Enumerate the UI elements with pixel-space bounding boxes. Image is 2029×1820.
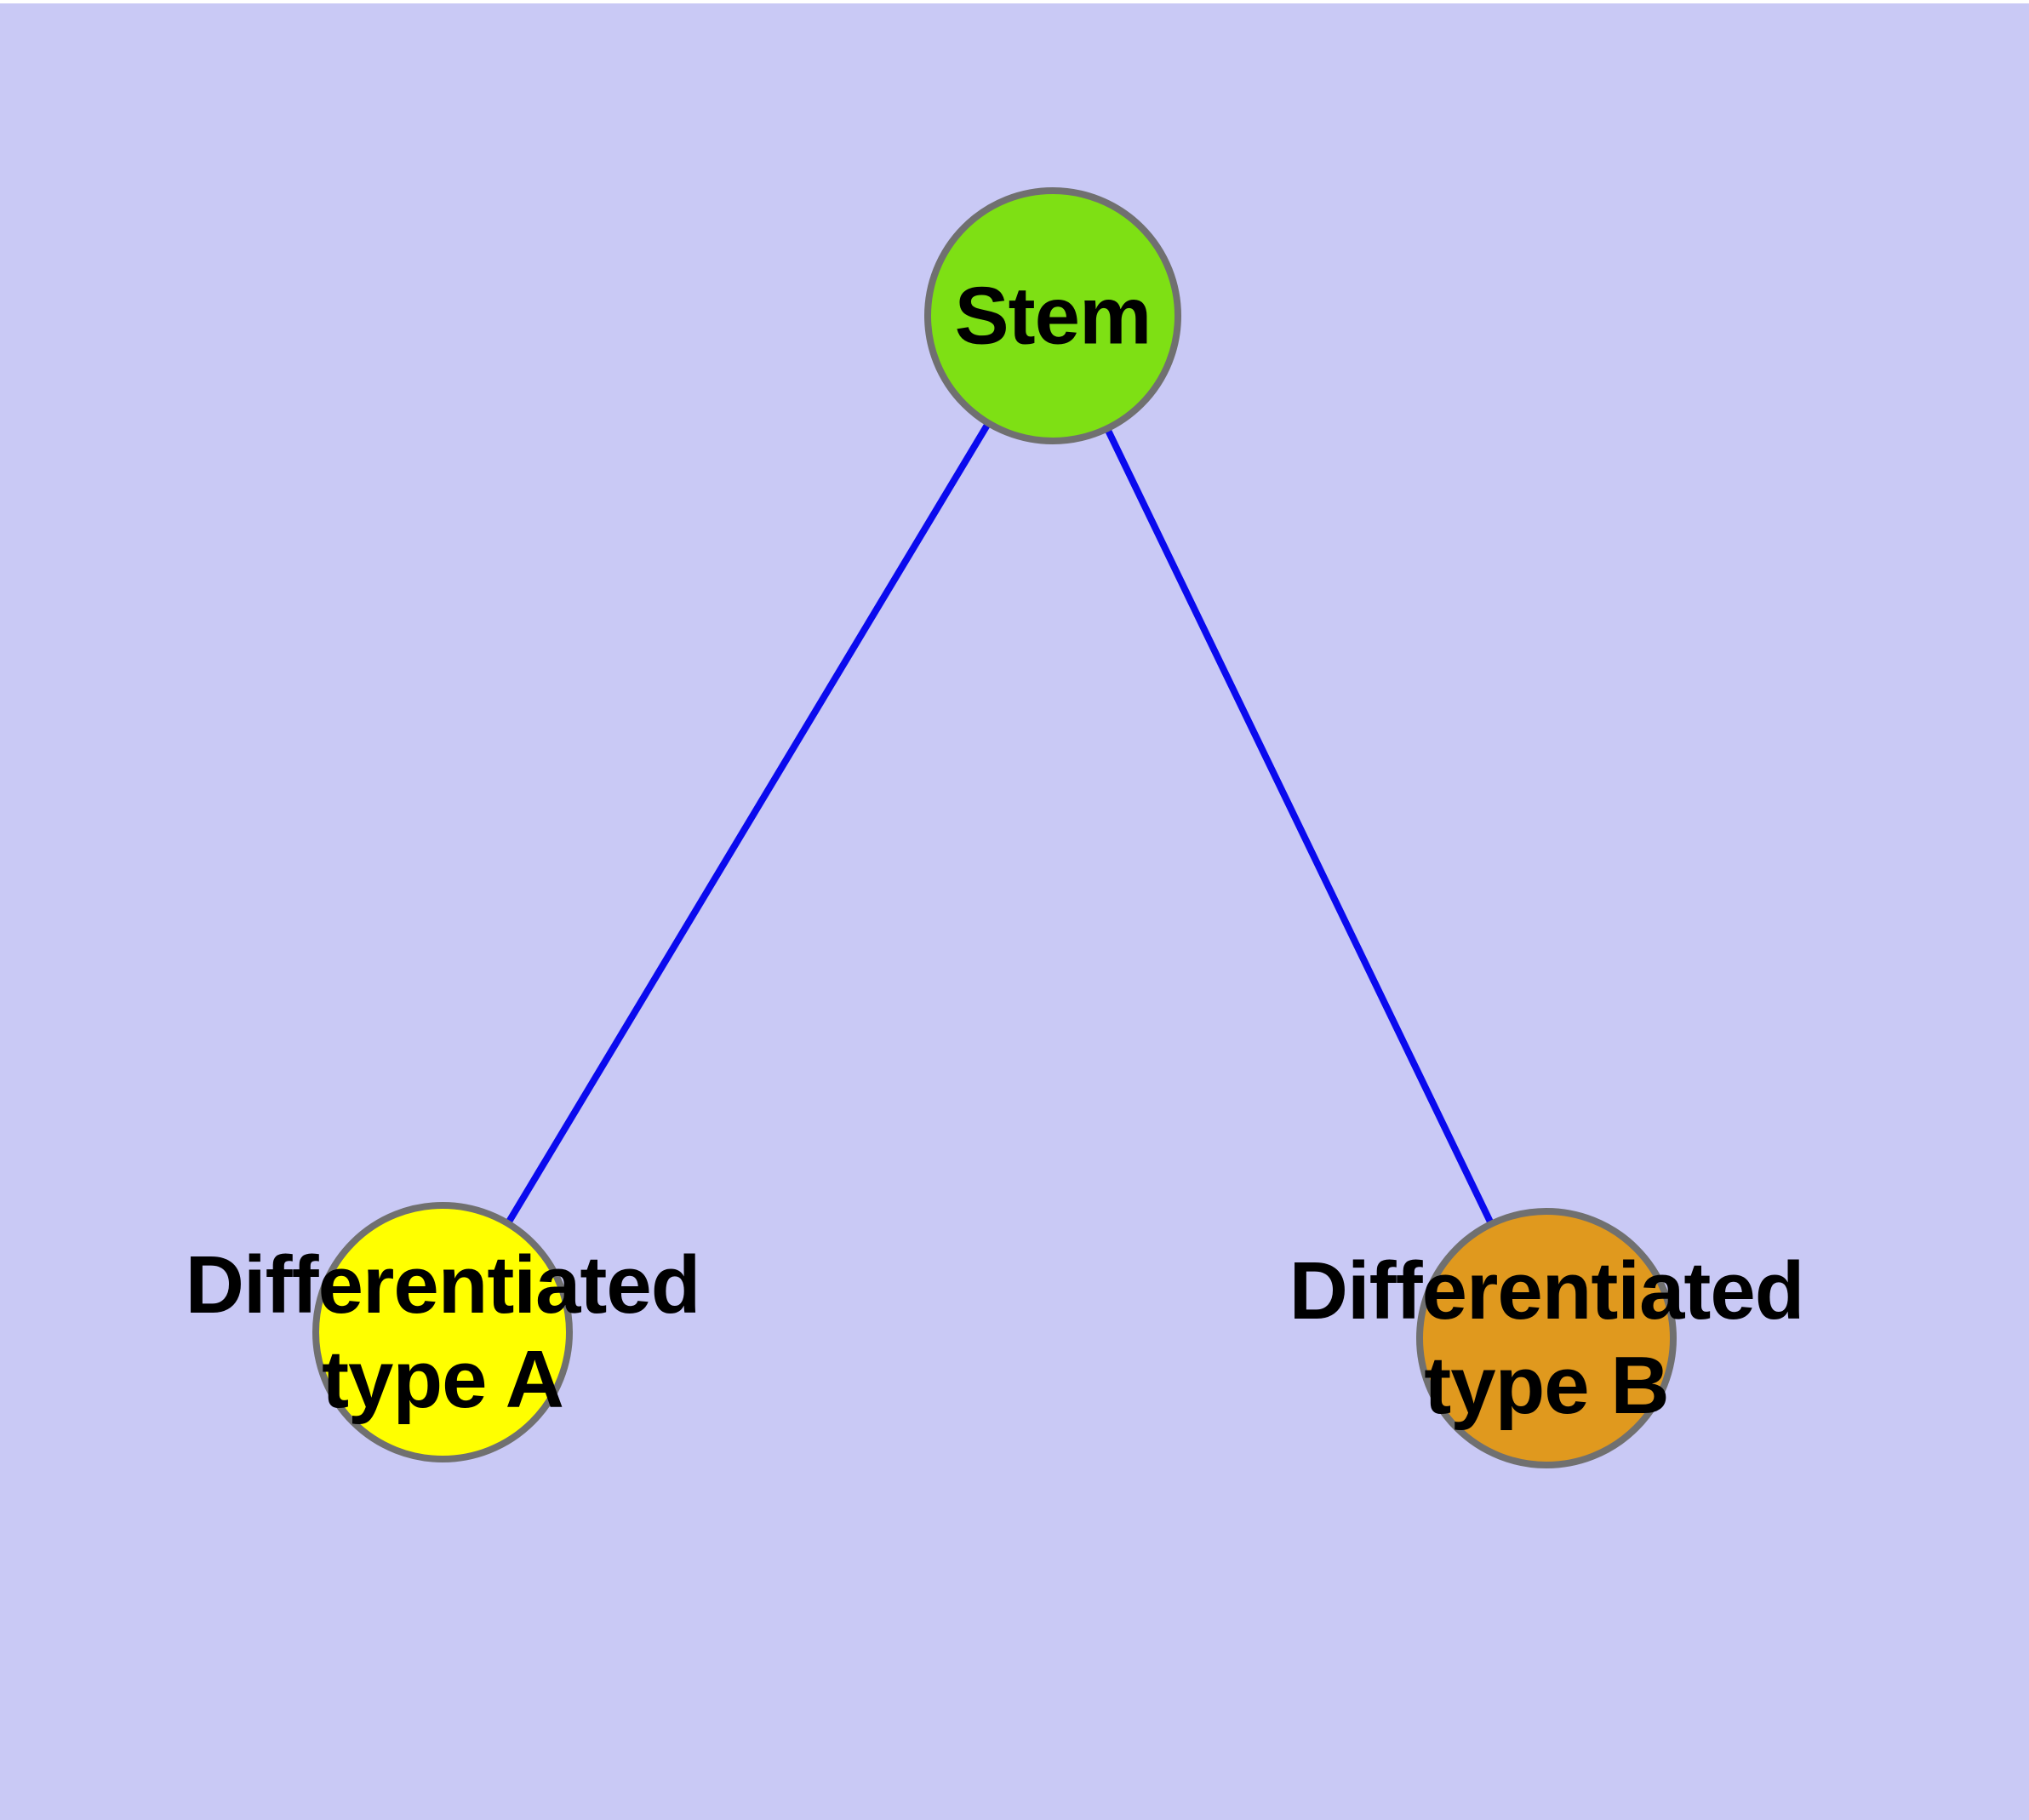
edge-stem-to-type_b bbox=[1049, 314, 1550, 1340]
edge-stem-to-type_a bbox=[439, 313, 1056, 1335]
node-circle-type_a bbox=[312, 1202, 573, 1462]
node-circle-type_b bbox=[1416, 1208, 1677, 1468]
node-circle-stem bbox=[924, 187, 1181, 444]
